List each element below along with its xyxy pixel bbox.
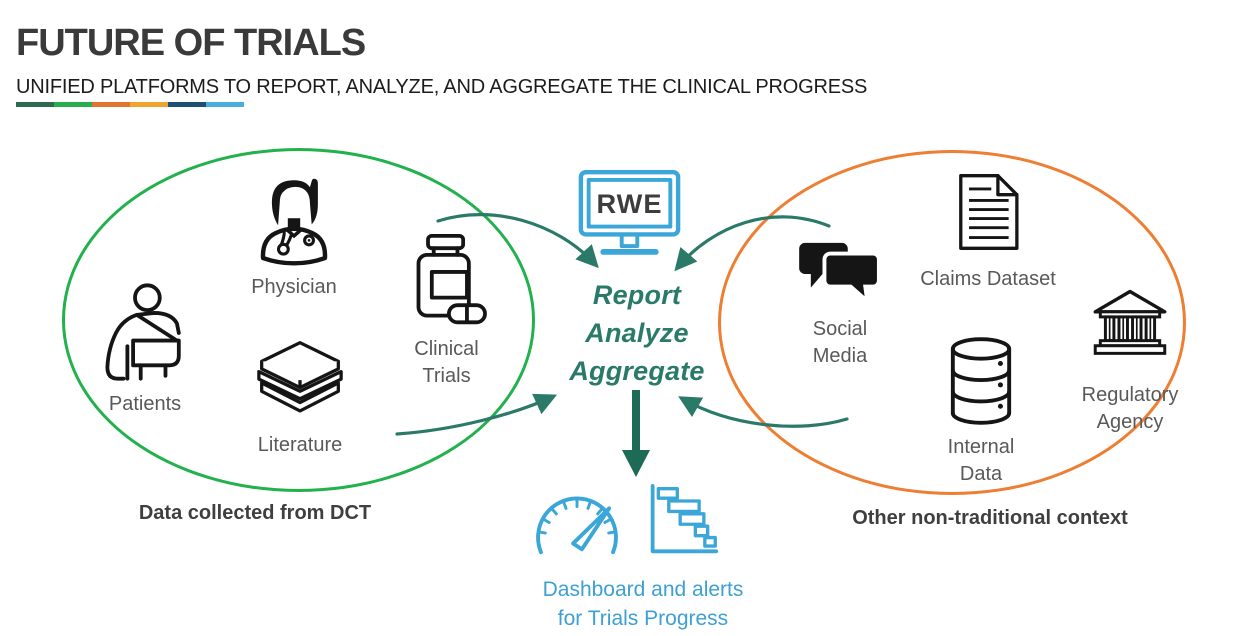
rwe-label: RWE — [597, 188, 663, 219]
accent-bar-segment — [16, 102, 54, 107]
page-subtitle: UNIFIED PLATFORMS TO REPORT, ANALYZE, AN… — [16, 76, 868, 98]
patient-arm-sling-icon — [105, 283, 181, 381]
database-icon — [950, 337, 1012, 425]
accent-color-bar — [16, 102, 244, 107]
dashboard-caption-line1: Dashboard and alerts — [542, 578, 744, 601]
chat-bubbles-icon — [799, 242, 881, 307]
dct-group-ellipse — [62, 148, 535, 492]
diagram-node-clinical-trials: Clinical Trials — [394, 233, 499, 390]
diagram-node-social-media: Social Media — [788, 238, 892, 370]
nontraditional-group-caption: Other non-traditional context — [852, 507, 1128, 529]
dct-group-caption: Data collected from DCT — [138, 502, 372, 524]
node-label: Regulatory Agency — [1081, 384, 1179, 433]
node-label: Patients — [108, 393, 182, 415]
report-analyze-aggregate-text: Report Analyze Aggregate — [547, 276, 727, 390]
gantt-chart-icon — [650, 483, 719, 554]
accent-bar-segment — [92, 102, 130, 107]
nontraditional-group-ellipse — [718, 150, 1186, 495]
diagram-node-patients: Patients — [85, 281, 205, 418]
rwe-monitor-icon: RWE — [578, 169, 681, 255]
node-label: Social Media — [812, 318, 868, 367]
diagram-node-literature: Literature — [239, 338, 361, 459]
node-label: Clinical Trials — [414, 338, 479, 387]
diagram-node-claims-dataset: Claims Dataset — [906, 166, 1070, 293]
diagram-node-regulatory-agency: Regulatory Agency — [1072, 286, 1188, 436]
dashboard-caption: Dashboard and alerts for Trials Progress — [513, 575, 773, 633]
node-label: Internal Data — [947, 436, 1015, 485]
dashboard-caption-line2: for Trials Progress — [557, 607, 729, 630]
diagram-node-physician: Physician — [233, 174, 355, 301]
arrow-center-to-dashboard-head — [622, 450, 650, 477]
page-title: FUTURE OF TRIALS — [16, 22, 366, 64]
action-aggregate: Aggregate — [569, 356, 705, 386]
books-stack-icon — [257, 341, 343, 413]
pill-bottle-icon — [416, 233, 487, 325]
accent-bar-segment — [168, 102, 206, 107]
document-icon — [959, 174, 1019, 250]
action-report: Report — [592, 280, 682, 310]
accent-bar-segment — [54, 102, 92, 107]
physician-icon — [260, 178, 328, 266]
accent-bar-segment — [130, 102, 168, 107]
node-label: Literature — [257, 434, 343, 456]
action-analyze: Analyze — [585, 318, 689, 348]
government-building-icon — [1093, 289, 1167, 355]
node-label: Physician — [251, 276, 337, 298]
accent-bar-segment — [206, 102, 244, 107]
gauge-icon — [536, 496, 618, 555]
node-label: Claims Dataset — [920, 268, 1056, 290]
diagram-node-internal-data: Internal Data — [929, 336, 1033, 488]
